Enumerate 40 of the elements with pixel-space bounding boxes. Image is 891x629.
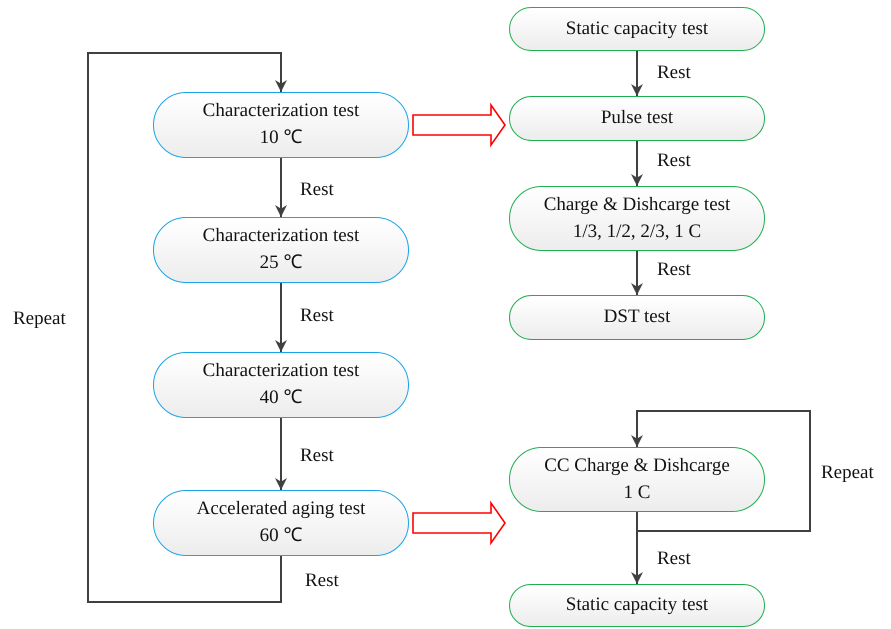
edge-label: Repeat	[13, 308, 66, 330]
step-detail: 25 ℃	[260, 251, 302, 275]
edge-label: Rest	[657, 150, 691, 172]
edge-label: Rest	[657, 62, 691, 84]
edge-label: Repeat	[821, 462, 874, 484]
step-title: Accelerated aging test	[196, 497, 366, 522]
rounded-step-box	[509, 96, 765, 141]
block-arrow	[412, 102, 506, 148]
note-label: Rest	[305, 570, 339, 592]
block-arrow	[412, 500, 506, 546]
step-detail: 60 ℃	[260, 524, 302, 548]
edge-label: Rest	[300, 445, 334, 467]
edge-label: Rest	[657, 259, 691, 281]
step-title: Characterization test	[202, 224, 360, 248]
rounded-step-box	[509, 584, 765, 627]
step-detail: 1/3, 1/2, 2/3, 1 C	[572, 220, 702, 244]
step-title: Pulse test	[600, 106, 674, 130]
step-detail: 1 C	[624, 480, 650, 504]
arrow	[87, 52, 287, 603]
step-title: Static capacity test	[566, 593, 708, 618]
arrow	[275, 283, 287, 352]
step-title: Static capacity test	[566, 16, 708, 41]
arrow	[275, 158, 287, 217]
rounded-step-box	[509, 295, 765, 340]
arrow	[631, 51, 643, 96]
rounded-step-box	[509, 7, 765, 51]
step-title: DST test	[604, 305, 670, 330]
step-title: Charge & Dishcarge test	[544, 192, 730, 217]
edge-label: Rest	[657, 548, 691, 570]
arrow	[275, 418, 287, 490]
edge-label: Rest	[300, 179, 334, 201]
edge-label: Rest	[300, 305, 334, 327]
step-detail: 40 ℃	[260, 386, 302, 410]
arrow	[631, 251, 643, 295]
step-title: CC Charge & Dishcarge	[544, 454, 730, 478]
step-title: Characterization test	[202, 99, 360, 124]
arrow	[631, 141, 643, 186]
step-detail: 10 ℃	[260, 126, 302, 150]
step-title: Characterization test	[202, 359, 360, 384]
arrow	[631, 410, 811, 532]
